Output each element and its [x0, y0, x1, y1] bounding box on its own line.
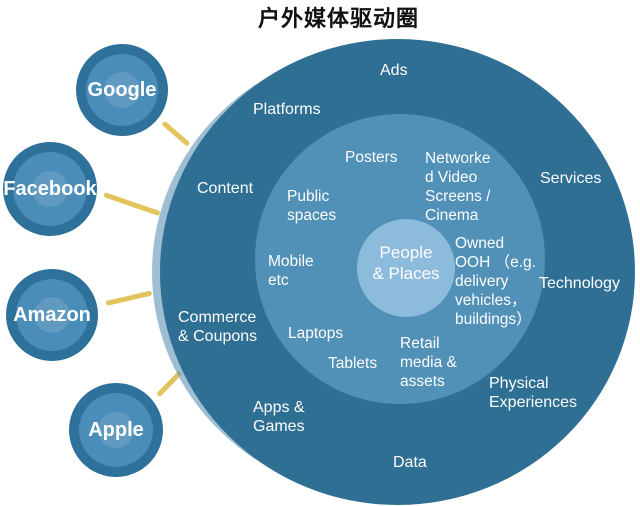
- satellite-apple: Apple: [69, 383, 163, 477]
- label-laptops: Laptops: [288, 325, 344, 342]
- label-data: Data: [393, 454, 427, 471]
- satellite-label-facebook: Facebook: [3, 177, 97, 200]
- label-mobile-etc: Mobile etc: [268, 253, 314, 289]
- satellite-center-dot: [32, 171, 68, 207]
- label-platforms: Platforms: [253, 101, 321, 118]
- label-physical-experiences: Physical Experiences: [489, 375, 578, 411]
- label-content: Content: [197, 180, 254, 197]
- label-apps-games: Apps & Games: [253, 399, 305, 435]
- satellite-inner-ring: [86, 54, 158, 126]
- label-commerce-coupons: Commerce & Coupons: [178, 309, 258, 345]
- satellite-center-dot: [34, 297, 70, 333]
- connector-line-facebook: [103, 192, 161, 217]
- label-people-places: People & Places: [372, 243, 440, 283]
- label-technology: Technology: [539, 275, 620, 292]
- label-services: Services: [540, 170, 602, 187]
- page-title: 户外媒体驱动圈: [258, 6, 420, 31]
- satellite-center-dot: [98, 412, 134, 448]
- satellite-label-apple: Apple: [88, 418, 144, 441]
- satellite-label-amazon: Amazon: [13, 303, 91, 326]
- label-posters: Posters: [345, 149, 398, 166]
- label-networked-video: Networke d Video Screens / Cinema: [425, 150, 491, 224]
- satellite-amazon: Amazon: [6, 269, 98, 361]
- connector-line-amazon: [105, 290, 153, 306]
- label-retail-media: Retail media & assets: [400, 335, 457, 390]
- satellite-label-google: Google: [87, 78, 157, 101]
- satellite-center-dot: [104, 72, 140, 108]
- label-tablets: Tablets: [328, 355, 378, 372]
- satellite-inner-ring: [16, 279, 88, 351]
- label-ads: Ads: [380, 62, 408, 79]
- center-circle: [357, 219, 455, 317]
- label-owned-ooh: Owned OOH （e.g. delivery vehicles， build…: [455, 235, 536, 328]
- connector-line-google: [161, 120, 191, 147]
- satellite-inner-ring: [79, 393, 153, 467]
- label-public-spaces: Public spaces: [287, 188, 337, 224]
- satellite-google: Google: [76, 44, 168, 136]
- satellite-inner-ring: [13, 152, 87, 226]
- satellite-facebook: Facebook: [3, 142, 97, 236]
